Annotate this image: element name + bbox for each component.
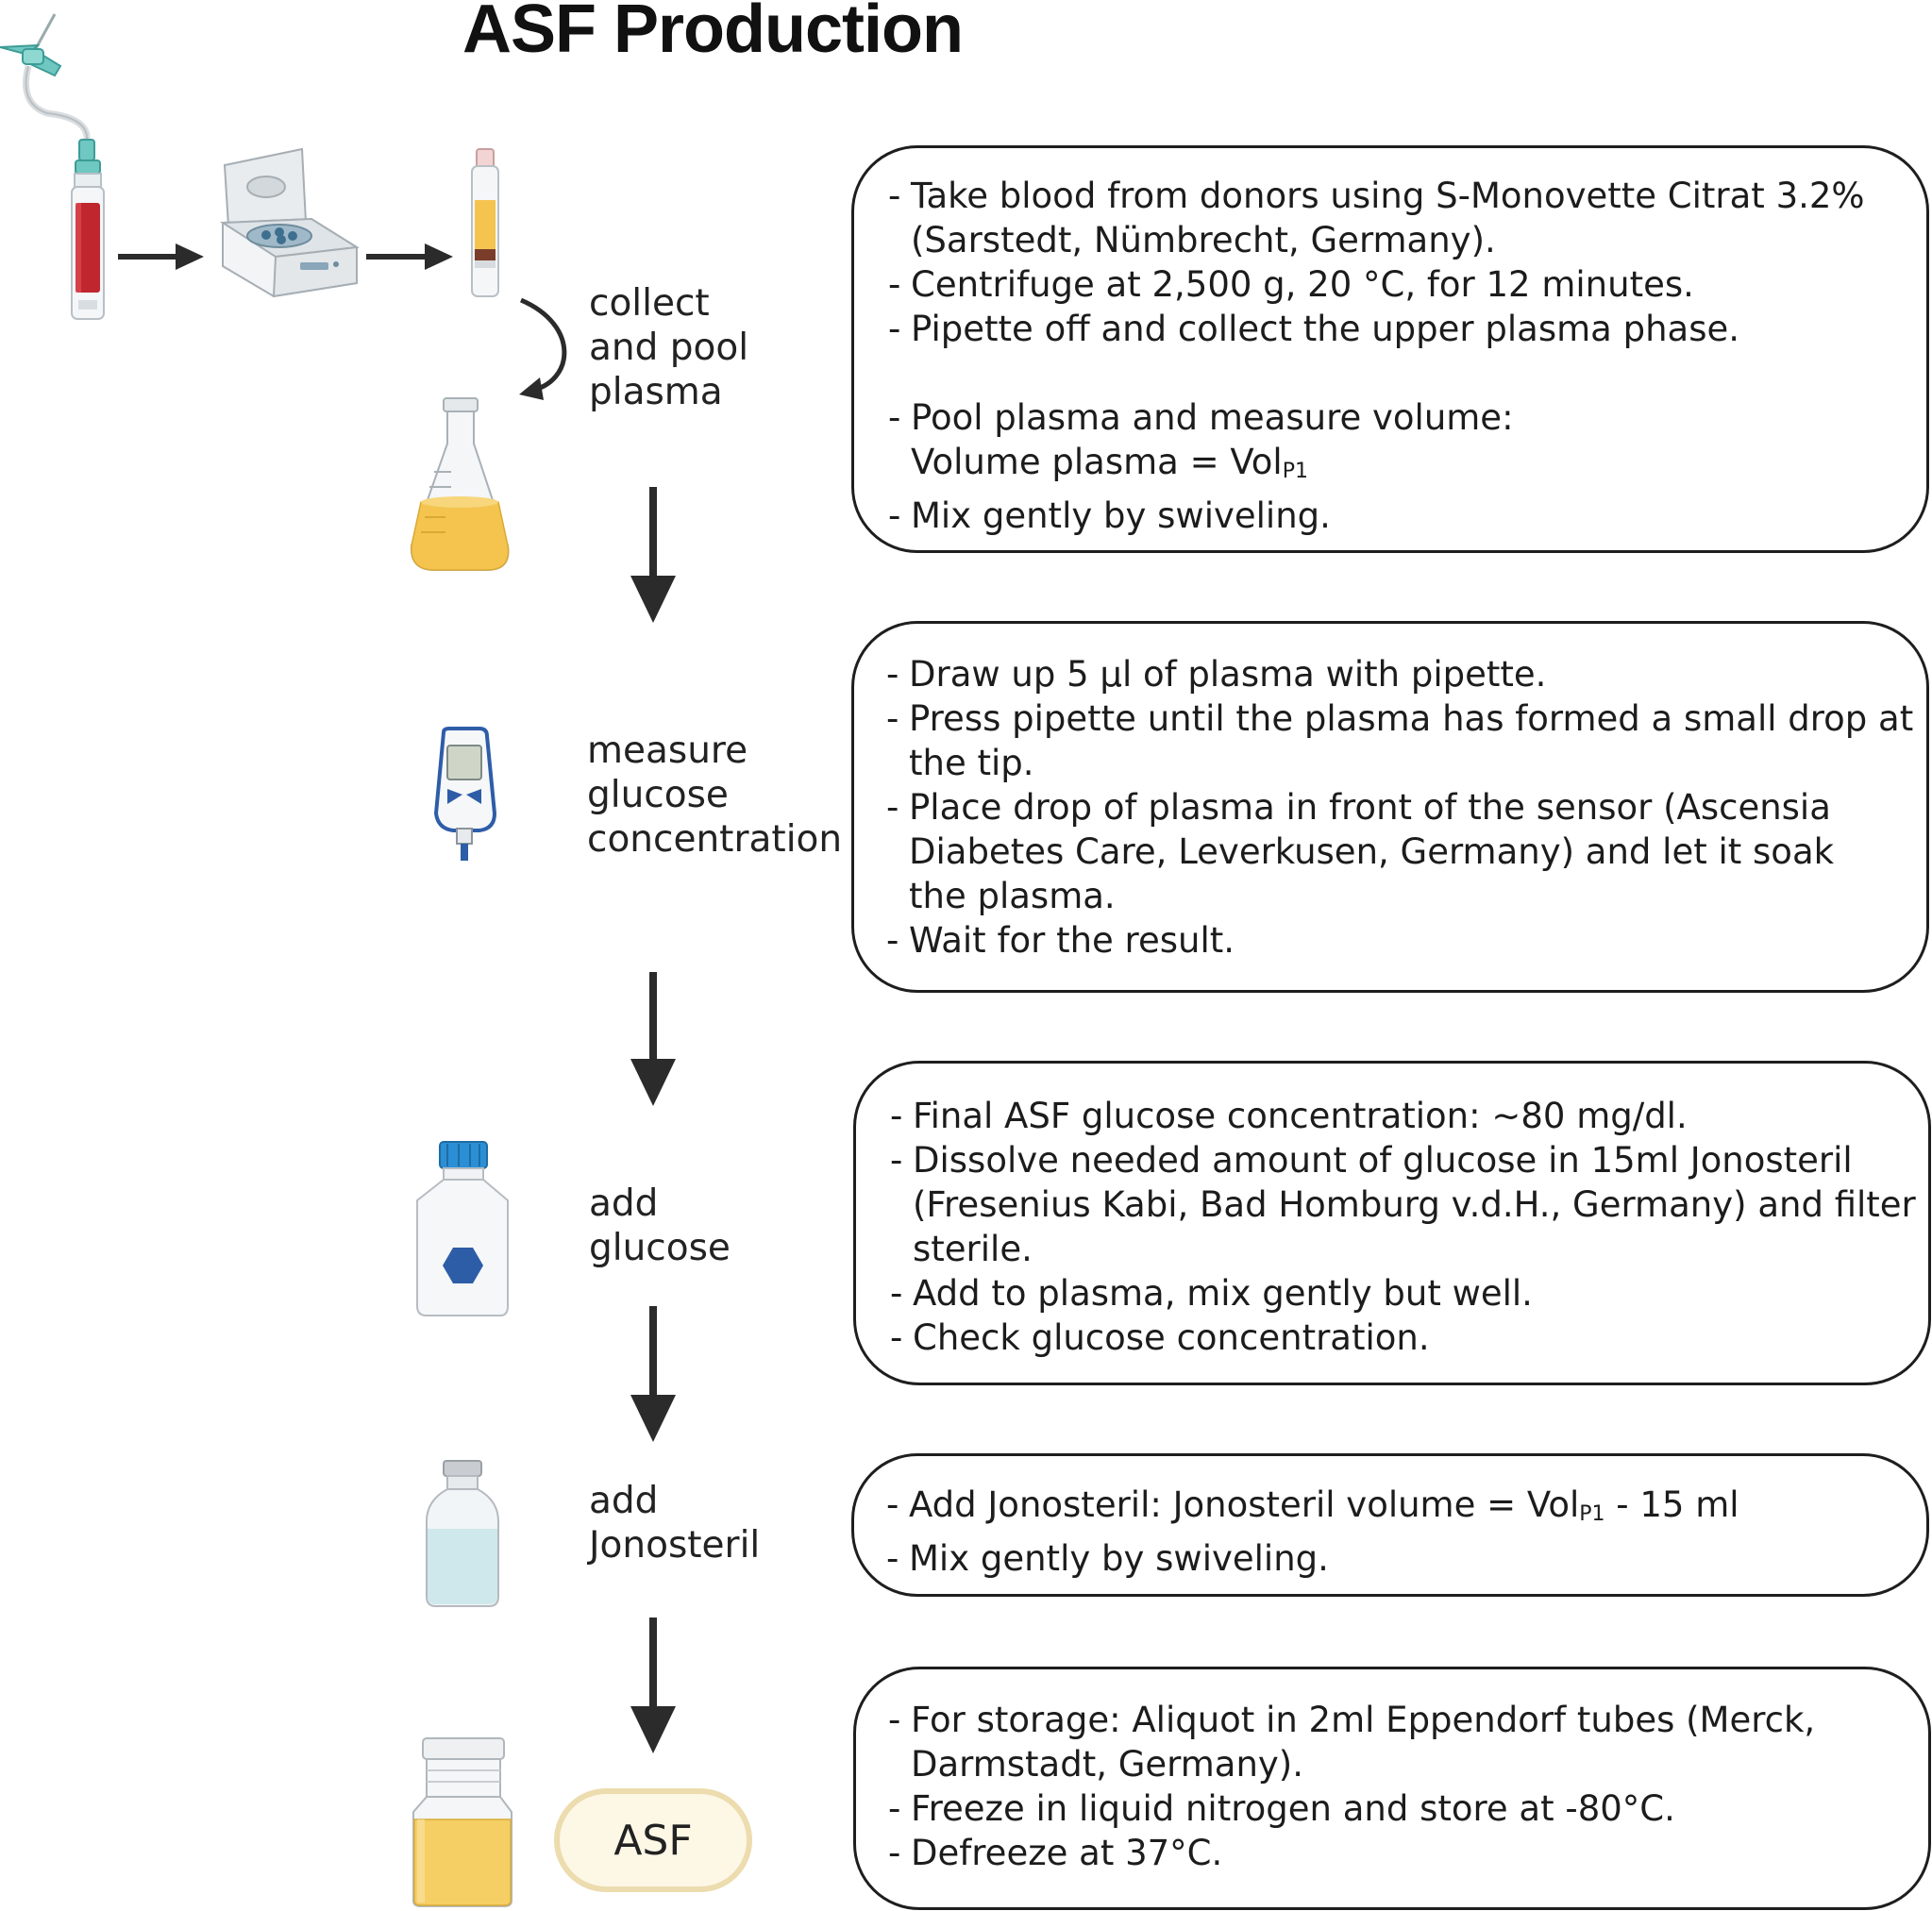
page-title: ASF Production [462,0,964,67]
instruction-line: Dissolve needed amount of glucose in 15m… [890,1138,1919,1182]
plasma-tube-icon [471,148,499,297]
instruction-list-1: Take blood from donors using S-Monovette… [888,174,1907,538]
asf-product-label: ASF [554,1788,752,1892]
instruction-line: Take blood from donors using S-Monovette… [888,174,1907,218]
instruction-line: sterile. [913,1229,1033,1269]
asf-jar-icon [412,1737,512,1907]
instruction-list-4: Add Jonosteril: Jonosteril volume = VolP… [886,1483,1917,1581]
instruction-list-2: Draw up 5 µl of plasma with pipette. Pre… [886,652,1917,963]
glucometer-icon [433,727,497,861]
glucose-bottle-icon [416,1141,509,1316]
jonosteril-vial-icon [426,1460,499,1607]
instruction-box-1: Take blood from donors using S-Monovette… [851,145,1929,553]
instruction-line: Mix gently by swiveling. [888,494,1907,538]
instruction-list-5: For storage: Aliquot in 2ml Eppendorf tu… [888,1698,1919,1875]
curved-arrow-icon [519,297,567,400]
erlenmeyer-flask-icon [410,397,510,571]
instruction-line: Defreeze at 37°C. [888,1831,1919,1875]
step-label-add-jonosteril: add Jonosteril [589,1480,761,1567]
arrow-down-2 [630,972,676,1106]
instruction-line: Press pipette until the plasma has forme… [886,696,1917,741]
instruction-line: Add to plasma, mix gently but well. [890,1271,1919,1316]
instruction-line: Draw up 5 µl of plasma with pipette. [886,652,1917,696]
blood-tube-icon [71,159,105,320]
instruction-box-3: Final ASF glucose concentration: ~80 mg/… [853,1061,1931,1385]
instruction-line: Pipette off and collect the upper plasma… [888,307,1907,351]
instruction-line: Centrifuge at 2,500 g, 20 °C, for 12 min… [888,262,1907,307]
instruction-line: Final ASF glucose concentration: ~80 mg/… [890,1094,1919,1138]
subscript-p1: P1 [1282,460,1308,483]
instruction-line: Place drop of plasma in front of the sen… [886,785,1917,830]
instruction-line: Freeze in liquid nitrogen and store at -… [888,1786,1919,1831]
instruction-line: Mix gently by swiveling. [886,1536,1917,1581]
arrow-down-4 [630,1618,676,1753]
instruction-line: Wait for the result. [886,918,1917,963]
step-label-add-glucose: add glucose [589,1182,731,1269]
subscript-p1: P1 [1579,1502,1605,1526]
instruction-list-3: Final ASF glucose concentration: ~80 mg/… [890,1094,1919,1360]
instruction-line: the plasma. [909,876,1116,916]
instruction-line: Volume plasma = VolP1 [911,442,1308,483]
arrow-down-3 [630,1306,676,1442]
instruction-line: (Sarstedt, Nümbrecht, Germany). [911,220,1496,260]
instruction-line: Check glucose concentration. [890,1316,1919,1360]
instruction-box-4: Add Jonosteril: Jonosteril volume = VolP… [851,1453,1929,1597]
instruction-line: the tip. [909,743,1034,783]
instruction-line: Darmstadt, Germany). [911,1744,1303,1785]
arrow-right-2 [366,243,453,270]
arrow-right-1 [118,243,204,270]
step-label-collect: collect and pool plasma [589,282,749,413]
instruction-box-2: Draw up 5 µl of plasma with pipette. Pre… [851,621,1929,993]
centrifuge-icon [219,147,360,298]
step-label-measure: measure glucose concentration [587,729,843,861]
arrow-down-1 [630,487,676,623]
instruction-line: Pool plasma and measure volume: [888,395,1907,440]
instruction-box-5: For storage: Aliquot in 2ml Eppendorf tu… [853,1667,1931,1910]
instruction-line: Diabetes Care, Leverkusen, Germany) and … [909,831,1835,872]
instruction-line: Add Jonosteril: Jonosteril volume = VolP… [886,1483,1917,1536]
instruction-line: (Fresenius Kabi, Bad Homburg v.d.H., Ger… [913,1184,1916,1225]
instruction-line: For storage: Aliquot in 2ml Eppendorf tu… [888,1698,1919,1742]
butterfly-needle-icon [0,13,95,161]
